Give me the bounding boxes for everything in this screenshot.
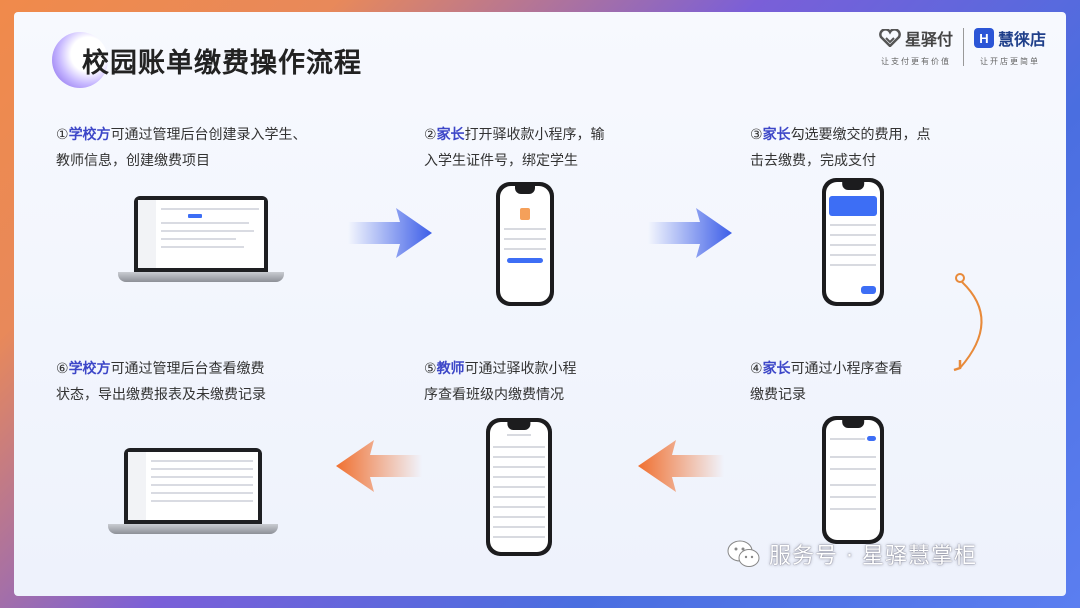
- step-4-text: ④家长可通过小程序查看 缴费记录: [750, 361, 903, 403]
- step-3-text: ③家长勾选要缴交的费用，点 击去缴费，完成支付: [750, 127, 931, 169]
- brand2-name: 慧徕店: [997, 30, 1046, 49]
- arrow-right-2-icon: [648, 208, 732, 258]
- title-decor-circle: [52, 32, 108, 88]
- watermark: 服务号 · 星驿慧掌柜: [727, 538, 977, 570]
- phone-bind-student: [496, 182, 554, 306]
- phone-pay-fees: [822, 178, 884, 306]
- wechat-icon: [727, 540, 760, 567]
- step-5-text: ⑤教师可通过驿收款小程 序查看班级内缴费情况: [424, 361, 577, 403]
- brand2-logo: H 慧徕店 让开店更简单: [973, 26, 1046, 67]
- heart-icon: [879, 29, 901, 47]
- watermark-text: 服务号 · 星驿慧掌柜: [769, 544, 977, 569]
- brand1-name: 星驿付: [904, 30, 953, 49]
- brand1-slogan: 让支付更有价值: [880, 57, 951, 66]
- page-title: 校园账单缴费操作流程: [82, 47, 362, 79]
- flow-card: 校园账单缴费操作流程 星驿付 让支付更有价值 H 慧徕店 让开店更简单 ①学校方…: [14, 12, 1066, 596]
- step-2-text: ②家长打开驿收款小程序，输 入学生证件号，绑定学生: [424, 127, 605, 169]
- curved-arrow-down-icon: [953, 273, 983, 372]
- arrow-left-1-icon: [638, 440, 724, 492]
- step-1-text: ①学校方可通过管理后台创建录入学生、 教师信息，创建缴费项目: [56, 127, 307, 169]
- phone-payment-records: [822, 416, 884, 544]
- laptop-admin-export: [108, 448, 278, 534]
- brand2-slogan: 让开店更简单: [979, 57, 1040, 66]
- title-area: 校园账单缴费操作流程: [52, 32, 362, 88]
- logo-divider: [962, 28, 964, 66]
- phone-class-payments: [486, 418, 552, 556]
- brand-logos: 星驿付 让支付更有价值 H 慧徕店 让开店更简单: [879, 26, 1046, 67]
- arrow-left-2-icon: [336, 440, 422, 492]
- arrow-right-1-icon: [348, 208, 432, 258]
- laptop-admin-create: [118, 196, 284, 282]
- brand1-logo: 星驿付 让支付更有价值: [879, 26, 953, 67]
- step-6-text: ⑥学校方可通过管理后台查看缴费 状态，导出缴费报表及未缴费记录: [56, 361, 266, 403]
- h-logo-icon: H: [973, 28, 994, 48]
